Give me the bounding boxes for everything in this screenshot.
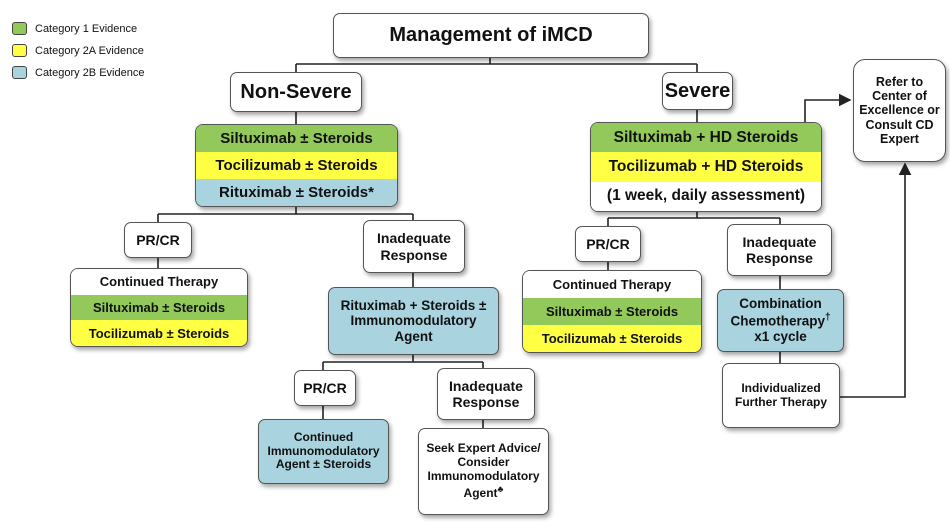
treatment-siltuximab-hd: Siltuximab + HD Steroids (591, 123, 821, 153)
dagger-mark: † (824, 311, 831, 323)
severe-label: Severe (664, 79, 731, 102)
legend-label: Category 2A Evidence (35, 44, 144, 57)
combo-cycle: x1 cycle (754, 329, 807, 344)
refer-text: Refer to Center of Excellence or Consult… (859, 74, 940, 147)
severe-prcr-label: PR/CR (586, 235, 630, 252)
inadequate-label: Inadequate Response (377, 230, 451, 263)
nonsevere-prcr-box: PR/CR (124, 222, 192, 258)
refer-box: Refer to Center of Excellence or Consult… (853, 59, 946, 162)
treatment-siltuximab: Siltuximab ± Steroids (196, 125, 397, 152)
severe-continued-heading: Continued Therapy (523, 271, 701, 298)
severe-continued-siltuximab: Siltuximab ± Steroids (523, 298, 701, 325)
severe-prcr-box: PR/CR (575, 226, 641, 262)
nonsevere-treatments: Siltuximab ± Steroids Tocilizumab ± Ster… (195, 124, 398, 207)
continued-immunomodulatory-text: Continued Immunomodulatory Agent ± Stero… (267, 429, 380, 472)
continued-immunomodulatory-box: Continued Immunomodulatory Agent ± Stero… (258, 419, 389, 484)
individualized-text: Individualized Further Therapy (734, 380, 827, 409)
title-box: Management of iMCD (333, 13, 649, 58)
legend-item-category-1: Category 1 Evidence (12, 22, 137, 35)
severe-continued-therapy: Continued Therapy Siltuximab ± Steroids … (522, 270, 702, 353)
severe-inadequate-label: Inadequate Response (742, 233, 817, 266)
inadequate2-label: Inadequate Response (449, 377, 523, 410)
treatment-tocilizumab: Tocilizumab ± Steroids (196, 152, 397, 179)
continued-siltuximab: Siltuximab ± Steroids (71, 294, 247, 321)
legend-item-category-2a: Category 2A Evidence (12, 44, 144, 57)
rituximab-immunomodulatory-box: Rituximab + Steroids ± Immunomodulatory … (328, 287, 499, 355)
nonsevere-continued-therapy: Continued Therapy Siltuximab ± Steroids … (70, 268, 248, 347)
treatment-tocilizumab-hd: Tocilizumab + HD Steroids (591, 152, 821, 182)
severe-treatments: Siltuximab + HD Steroids Tocilizumab + H… (590, 122, 822, 212)
nonsevere-inadequate2-box: Inadequate Response (437, 368, 535, 420)
continued-tocilizumab: Tocilizumab ± Steroids (71, 320, 247, 346)
seek-expert-box: Seek Expert Advice/ Consider Immunomodul… (418, 428, 549, 515)
legend-swatch-blue (12, 66, 27, 79)
prcr-label: PR/CR (136, 231, 180, 248)
nonsevere-inadequate-box: Inadequate Response (363, 220, 465, 273)
treatment-duration: (1 week, daily assessment) (591, 181, 821, 211)
nonsevere-box: Non-Severe (230, 72, 362, 112)
nonsevere-prcr2-box: PR/CR (294, 370, 356, 406)
combination-chemo-box: Combination Chemotherapy† x1 cycle (717, 289, 844, 352)
rituximab-text: Rituximab + Steroids ± Immunomodulatory … (340, 297, 487, 344)
severe-inadequate-box: Inadequate Response (727, 224, 832, 276)
edge-to-refer-top (804, 93, 852, 124)
combo-text: Combination Chemotherapy (730, 296, 825, 329)
seek-expert-text: Seek Expert Advice/ Consider Immunomodul… (426, 441, 541, 500)
page-title: Management of iMCD (389, 24, 593, 46)
treatment-rituximab: Rituximab ± Steroids* (196, 179, 397, 206)
prcr2-label: PR/CR (303, 379, 347, 396)
legend-swatch-green (12, 22, 27, 35)
edge-to-refer-bottom (840, 162, 912, 398)
legend-swatch-yellow (12, 44, 27, 57)
continued-therapy-heading: Continued Therapy (71, 269, 247, 295)
severe-box: Severe (662, 72, 733, 110)
legend-item-category-2b: Category 2B Evidence (12, 66, 144, 79)
individualized-therapy-box: Individualized Further Therapy (722, 363, 840, 428)
legend-label: Category 2B Evidence (35, 66, 145, 79)
nonsevere-label: Non-Severe (240, 80, 352, 103)
severe-continued-tocilizumab: Tocilizumab ± Steroids (523, 325, 701, 352)
legend-label: Category 1 Evidence (35, 22, 138, 35)
club-mark: ♣ (497, 483, 504, 494)
